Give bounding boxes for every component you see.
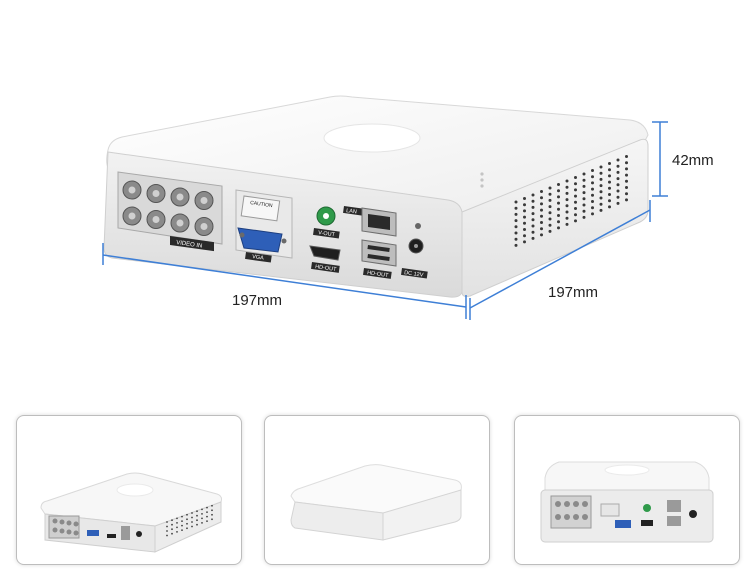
lan-label: LAN (346, 208, 357, 215)
height-dimension-line (652, 121, 668, 197)
thumbnail-angled-front-image (290, 464, 462, 541)
usb-port (361, 239, 397, 267)
network-usb-module: LAN HD-OUT (343, 206, 397, 279)
top-logo-mark (323, 123, 421, 153)
height-dimension-label: 42mm (672, 152, 714, 169)
product-hero: VIDEO IN CAUTION VGA V-OUT HD-OUT (102, 95, 714, 320)
video-out-module: V-OUT HD-OUT (309, 206, 341, 273)
video-in-bnc-block: VIDEO IN (117, 171, 223, 252)
hd-out-usb-label: HD-OUT (367, 270, 390, 279)
power-module: DC 12V (401, 223, 428, 279)
vga-label: VGA (252, 254, 265, 262)
thumbnail-straight-rear-image (540, 461, 714, 543)
status-leds (480, 172, 484, 188)
caution-sticker: CAUTION (250, 200, 274, 209)
thumbnail-angled-rear[interactable] (16, 415, 242, 565)
bnc-connectors (122, 180, 214, 236)
v-out-label: V-OUT (318, 230, 336, 238)
depth-dimension-label: 197mm (548, 284, 599, 301)
dvr-device-illustration: VIDEO IN CAUTION VGA V-OUT HD-OUT (102, 95, 668, 320)
thumbnail-angled-rear-image (40, 472, 222, 553)
width-dimension-label: 197mm (232, 292, 283, 309)
dc-label: DC 12V (404, 270, 424, 279)
video-in-label: VIDEO IN (176, 240, 203, 250)
thumbnail-angled-front[interactable] (264, 415, 490, 565)
thumbnail-straight-rear[interactable] (514, 415, 740, 565)
hdmi-port (309, 245, 341, 261)
depth-dimension-line (469, 200, 651, 320)
center-port-module: CAUTION VGA (235, 189, 293, 263)
hd-out-label: HD-OUT (315, 264, 338, 273)
width-dimension-line (102, 243, 467, 319)
vga-port (237, 227, 287, 253)
side-vent-grille (514, 155, 628, 247)
